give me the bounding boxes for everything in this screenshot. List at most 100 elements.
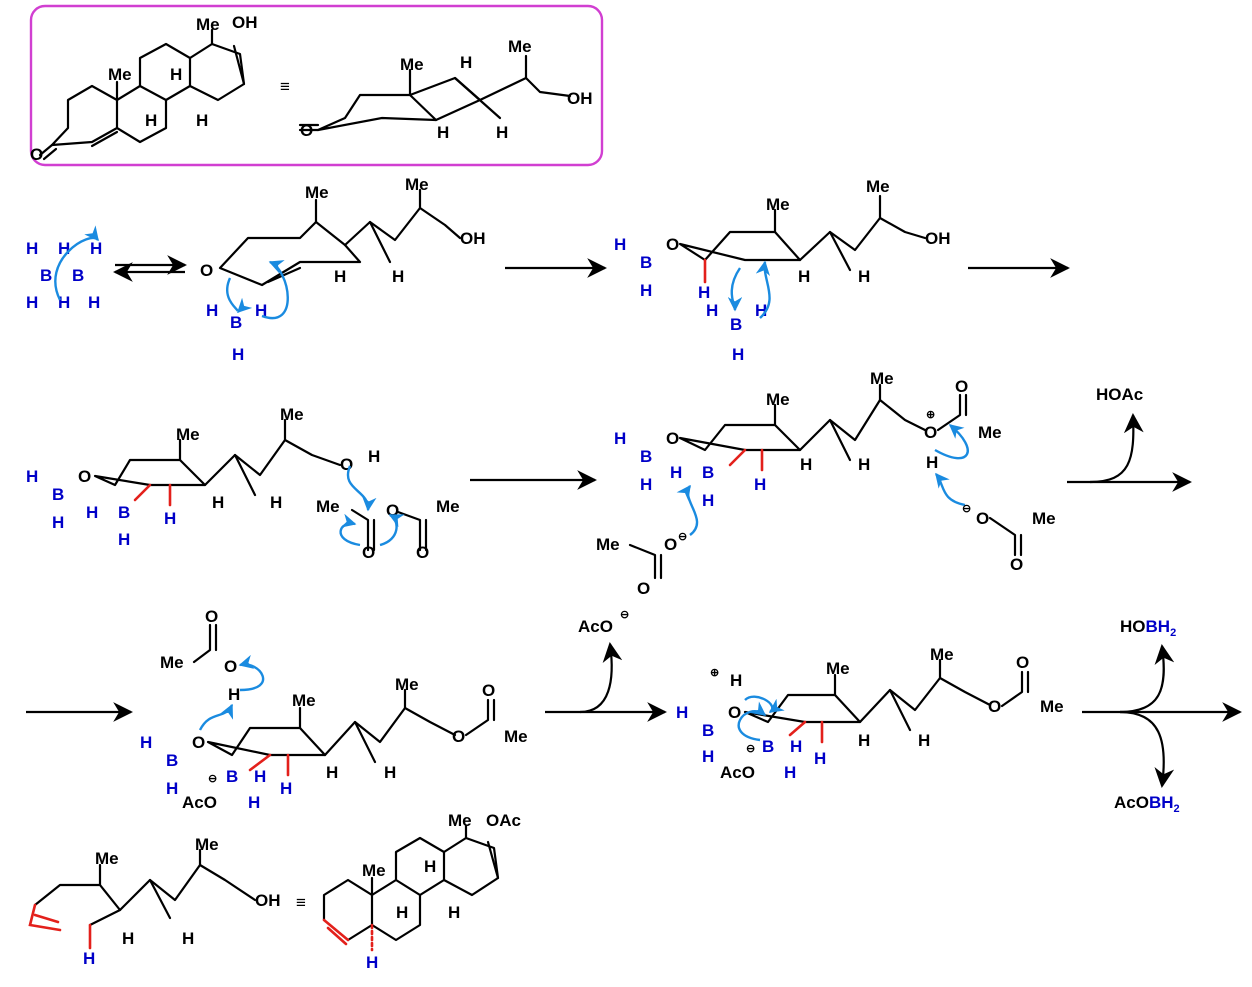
alkoxyborane-steroid: [678, 194, 927, 272]
svg-text:H: H: [52, 513, 64, 532]
svg-text:Me: Me: [504, 727, 528, 746]
svg-text:H: H: [368, 447, 380, 466]
svg-text:≡: ≡: [296, 893, 306, 912]
svg-text:B: B: [166, 751, 178, 770]
byproduct-acobh2: AcOBH2: [1114, 793, 1180, 815]
svg-text:H: H: [86, 503, 98, 522]
svg-text:H: H: [640, 281, 652, 300]
svg-text:H: H: [140, 733, 152, 752]
svg-text:O: O: [452, 727, 465, 746]
svg-text:H: H: [26, 467, 38, 486]
oxo-label: O: [30, 145, 43, 164]
svg-text:O: O: [1016, 653, 1029, 672]
svg-text:H: H: [118, 530, 130, 549]
svg-text:B: B: [640, 447, 652, 466]
svg-text:H: H: [392, 267, 404, 286]
svg-text:Me: Me: [826, 659, 850, 678]
svg-text:H: H: [790, 737, 802, 756]
svg-text:H: H: [228, 685, 240, 704]
svg-text:B: B: [52, 485, 64, 504]
svg-text:H: H: [698, 283, 710, 302]
svg-text:O: O: [666, 429, 679, 448]
svg-text:H: H: [90, 239, 102, 258]
svg-text:Me: Me: [930, 645, 954, 664]
curly-arrow: [379, 513, 405, 547]
hydrogen-label: H: [196, 111, 208, 130]
svg-text:O: O: [205, 607, 218, 626]
steroid-flat-structure: [38, 28, 246, 161]
curly-arrow: [339, 513, 361, 547]
methyl-label: Me: [400, 55, 424, 74]
svg-text:H: H: [255, 301, 267, 320]
svg-text:Me: Me: [176, 425, 200, 444]
curly-arrow: [346, 465, 377, 512]
byproduct-release-arrow: [1119, 710, 1175, 788]
curly-arrow: [261, 260, 289, 320]
svg-text:H: H: [448, 903, 460, 922]
svg-text:H: H: [858, 731, 870, 750]
svg-text:H: H: [754, 475, 766, 494]
svg-text:H: H: [858, 267, 870, 286]
svg-text:O: O: [664, 535, 677, 554]
svg-text:H: H: [326, 763, 338, 782]
svg-text:B: B: [230, 313, 242, 332]
svg-text:Me: Me: [95, 849, 119, 868]
hydroxyl-label: OH: [232, 13, 258, 32]
svg-text:H: H: [676, 703, 688, 722]
hydrogen-label: H: [496, 123, 508, 142]
hydrogen-label: H: [145, 111, 157, 130]
svg-text:H: H: [858, 455, 870, 474]
curly-arrow: [727, 267, 743, 312]
acetoxy-borate-steroid: [206, 688, 457, 764]
svg-text:B: B: [702, 463, 714, 482]
curly-arrow: [676, 484, 699, 536]
svg-text:H: H: [83, 949, 95, 968]
svg-text:Me: Me: [160, 653, 184, 672]
svg-text:H: H: [166, 779, 178, 798]
svg-text:OH: OH: [255, 891, 281, 910]
svg-text:H: H: [366, 953, 378, 972]
svg-text:H: H: [280, 779, 292, 798]
methyl-label: Me: [196, 15, 220, 34]
product-alkene-flat: [322, 824, 500, 942]
product-alkene-chair: [33, 848, 257, 927]
svg-text:H: H: [614, 429, 626, 448]
svg-text:Me: Me: [436, 497, 460, 516]
hydrogen-label: H: [437, 123, 449, 142]
svg-text:Me: Me: [766, 195, 790, 214]
svg-text:H: H: [212, 493, 224, 512]
svg-text:B: B: [118, 503, 130, 522]
svg-text:H: H: [784, 763, 796, 782]
svg-text:Me: Me: [280, 405, 304, 424]
curly-arrow: [755, 260, 771, 319]
svg-text:O: O: [637, 579, 650, 598]
svg-text:O: O: [1010, 555, 1023, 574]
svg-text:Me: Me: [362, 861, 386, 880]
svg-text:O: O: [78, 467, 91, 486]
svg-text:Me: Me: [305, 183, 329, 202]
diborane: H H B B H H H H: [26, 239, 102, 312]
svg-text:Me: Me: [448, 811, 472, 830]
oxonium-steroid: [678, 383, 927, 462]
hydroxyl-label: OH: [567, 89, 593, 108]
svg-text:Me: Me: [292, 691, 316, 710]
methyl-label: Me: [508, 37, 532, 56]
svg-text:Me: Me: [395, 675, 419, 694]
svg-text:Me: Me: [766, 390, 790, 409]
curly-arrow: [737, 701, 767, 742]
svg-text:⊕: ⊕: [710, 667, 719, 679]
svg-text:H: H: [248, 793, 260, 812]
svg-text:H: H: [918, 731, 930, 750]
svg-text:AcO: AcO: [720, 763, 755, 782]
oxo-label: O: [300, 121, 313, 140]
svg-text:B: B: [640, 253, 652, 272]
svg-text:H: H: [424, 857, 436, 876]
curly-arrow: [226, 277, 253, 314]
curly-arrow: [935, 472, 966, 507]
enone-steroid: [218, 188, 462, 287]
svg-text:H: H: [614, 235, 626, 254]
byproduct-hoac: HOAc: [1096, 385, 1143, 404]
svg-text:HOBH2: HOBH2: [1120, 617, 1176, 639]
svg-text:H: H: [702, 747, 714, 766]
bis-boryl-steroid: [93, 418, 342, 497]
